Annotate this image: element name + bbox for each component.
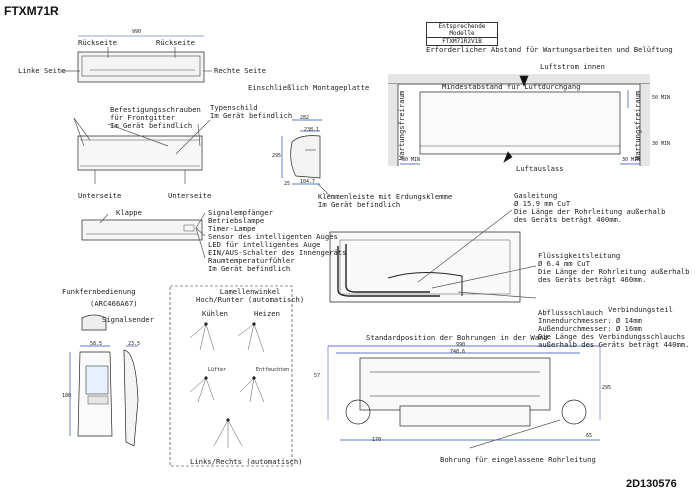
side-dim-2: 295	[272, 153, 282, 159]
display-label: Timer-Lampe	[208, 224, 256, 233]
dry-label: Entfeuchten	[256, 367, 290, 373]
remote-dim-1: 23.5	[128, 341, 141, 347]
models-table-heading: Entsprechende Modelle	[427, 23, 497, 38]
remote-dim-2: 180	[62, 393, 72, 399]
clearance-diagram	[388, 74, 650, 166]
mount-dim-4: 170	[372, 437, 382, 443]
terminal-label: Klemmenleiste mit Erdungsklemme Im Gerät…	[318, 192, 453, 209]
louver-title: Lamellenwinkel Hoch/Runter (automatisch)	[196, 287, 305, 304]
liquid-pipe-label: Flüssigkeitsleitung Ø 6.4 mm CuT Die Län…	[538, 251, 690, 284]
display-label: Im Gerät befindlich	[208, 264, 291, 273]
nameplate-label: Typenschild Im Gerät befindlich	[210, 103, 293, 120]
min-clearance-label: Mindestabstand für Luftdurchgang	[442, 82, 581, 91]
air-out-label: Luftauslass	[516, 164, 564, 173]
display-label: LED für intelligentes Auge	[208, 240, 321, 249]
models-table: Entsprechende Modelle FTXM71R2V1B	[426, 22, 498, 46]
remote-model: (ARC466A67)	[90, 299, 138, 308]
drain-hose-label: Abflussschlauch Innendurchmesser: Ø 14mm…	[538, 308, 690, 349]
side-dim-3: 25	[284, 181, 291, 187]
screws-label: Befestigungsschrauben für Frontgitter Im…	[110, 105, 201, 130]
clearance-title: Erforderlicher Abstand für Wartungsarbei…	[426, 45, 673, 54]
mount-dim-1: 748.6	[450, 349, 466, 355]
clearance-dim-3: 30 MIN	[652, 141, 671, 147]
document-number: 2D130576	[626, 478, 677, 490]
gas-pipe-label: Gasleitung Ø 15.9 mm CuT Die Länge der R…	[514, 191, 666, 224]
connector-label: Verbindungsteil	[608, 305, 673, 314]
remote-control-drawing	[69, 314, 139, 447]
models-table-value: FTXM71R2V1B	[442, 38, 482, 45]
display-labels: Signalempfänger Betriebslampe Timer-Lamp…	[208, 209, 346, 273]
piping-diagram	[329, 209, 537, 303]
embedded-hole-label: Bohrung für eingelassene Rohrleitung	[440, 455, 596, 464]
display-panel-view	[81, 212, 206, 259]
display-label: Signalempfänger	[208, 208, 273, 217]
incl-plate-label: Einschließlich Montageplatte	[248, 83, 370, 92]
remote-title: Funkfernbedienung	[62, 287, 136, 296]
flap-label: Klappe	[116, 208, 142, 217]
clearance-dim-2: 30 MIN	[622, 157, 641, 163]
side-dim-4: 104.7	[300, 179, 316, 185]
service-space-left: Wartungsfreiraum	[397, 90, 406, 160]
fan-label: Lüfter	[208, 367, 227, 373]
airflow-in-label: Luftstrom innen	[540, 62, 605, 71]
right-side-label: Rechte Seite	[214, 66, 266, 75]
front-view-lower-unit	[73, 117, 211, 184]
side-dim-0: 282	[300, 115, 310, 121]
model-title: FTXM71R	[4, 4, 59, 18]
signal-sender-label: Signalsender	[102, 315, 154, 324]
display-label: Sensor des intelligenten Auges	[208, 232, 338, 241]
front-width-dim: 990	[132, 29, 142, 35]
display-label: Raumtemperaturfühler	[208, 256, 295, 265]
mount-dim-0: 990	[456, 342, 466, 348]
clearance-dim-0: 30 MIN	[402, 157, 421, 163]
display-label: EIN/AUS-Schalter des Innengeräts	[208, 248, 347, 257]
cool-label: Kühlen	[202, 309, 228, 318]
clearance-dim-1: 50 MIN	[652, 95, 671, 101]
back-left-label: Rückseite	[78, 38, 117, 47]
louver-angle-panel	[169, 285, 293, 467]
display-label: Betriebslampe	[208, 216, 265, 225]
mount-dim-2: 57	[314, 373, 321, 379]
mount-dim-5: 65	[586, 433, 593, 439]
left-side-label: Linke Seite	[18, 66, 66, 75]
side-dim-1: 238.1	[304, 127, 320, 133]
mounting-plate-drawing	[327, 345, 601, 449]
bottom-right-label: Unterseite	[168, 191, 212, 200]
heat-label: Heizen	[254, 309, 280, 318]
remote-dim-0: 58.5	[90, 341, 103, 347]
service-space-right: Wartungsfreiraum	[633, 90, 642, 160]
left-right-label: Links/Rechts (automatisch)	[190, 457, 303, 466]
side-view-unit	[281, 119, 331, 197]
std-position-label: Standardposition der Bohrungen in der Wa…	[366, 333, 548, 342]
bottom-left-label: Unterseite	[78, 191, 122, 200]
front-view-unit	[60, 35, 212, 83]
mount-dim-3: 295	[602, 385, 612, 391]
back-right-label: Rückseite	[156, 38, 195, 47]
